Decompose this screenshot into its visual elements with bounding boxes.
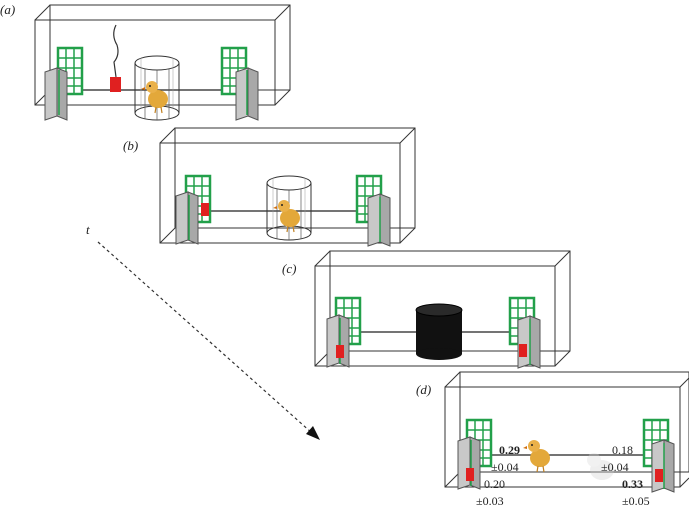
panel-c-left-pillar [326, 314, 350, 368]
left-top-value: 0.29 [499, 443, 520, 457]
panel-a-label: (a) [0, 2, 16, 17]
panel-c-right-pillar [517, 315, 541, 369]
panel-b-left-pillar [175, 191, 199, 245]
panel-a-red-lure-on-string [110, 24, 121, 92]
panel-b-red-marker [201, 203, 209, 216]
panel-b-label: (b) [123, 138, 139, 153]
panel-d-left-red-marker [466, 468, 474, 481]
right-top-sd: ±0.04 [601, 460, 629, 474]
panel-c-right-red-marker [519, 344, 527, 357]
right-bottom-sd: ±0.05 [622, 494, 650, 508]
panel-b-right-pillar [367, 193, 391, 247]
left-bottom-sd: ±0.03 [476, 494, 504, 508]
panel-c-left-red-marker [336, 345, 344, 358]
panel-d-right-pillar [651, 439, 675, 493]
panel-d-faded-chick-icon [587, 453, 614, 480]
panel-d-left-pillar [457, 436, 481, 490]
panel-d-right-red-marker [655, 469, 663, 482]
left-bottom-value: 0.20 [484, 477, 505, 491]
panel-d-label: (d) [416, 382, 432, 397]
left-top-sd: ±0.04 [491, 460, 519, 474]
panel-c-black-occluder [415, 303, 463, 360]
panel-a-right-pillar [235, 67, 259, 121]
right-bottom-value: 0.33 [622, 477, 643, 491]
time-axis-label: t [86, 222, 90, 237]
panel-a-left-pillar [44, 67, 68, 121]
time-arrow [97, 241, 320, 440]
right-top-value: 0.18 [612, 443, 633, 457]
panel-d-chick-icon [522, 439, 551, 473]
panel-d-arena [444, 371, 689, 488]
panel-c-label: (c) [282, 261, 297, 276]
